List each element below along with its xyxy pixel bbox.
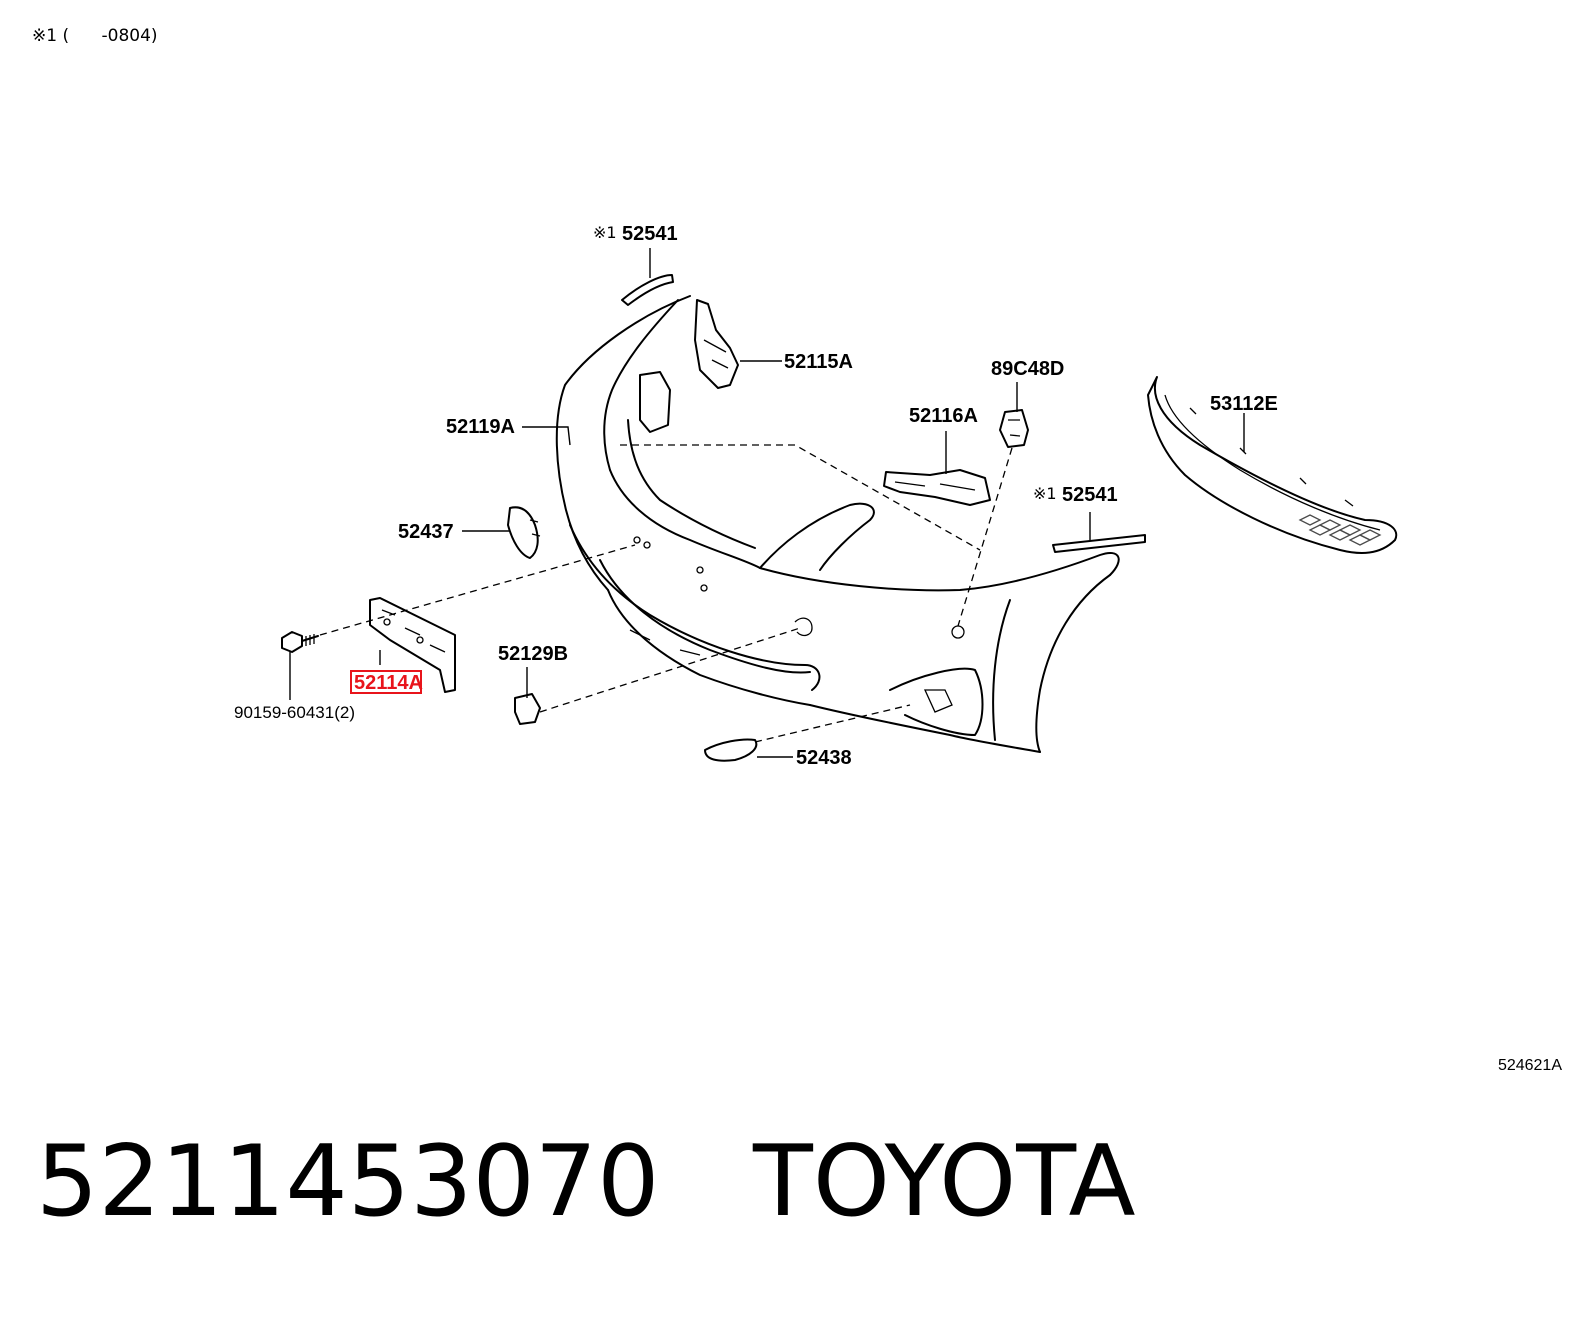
grille-53112E[interactable] (1147, 376, 1398, 554)
callout-89C48D[interactable]: 89C48D (991, 358, 1064, 380)
callout-53112E[interactable]: 53112E (1210, 393, 1278, 415)
callout-52541-right[interactable]: 52541 (1062, 484, 1118, 506)
callout-52116A[interactable]: 52116A (909, 405, 978, 427)
callout-52114A[interactable]: 52114A (354, 672, 423, 694)
moulding-52541-right[interactable] (1052, 534, 1146, 553)
cover-52437[interactable] (507, 506, 541, 559)
callout-mark-52541-top: ※1 (593, 223, 617, 242)
cover-52438[interactable] (704, 738, 758, 762)
moulding-52541-top[interactable] (621, 274, 674, 306)
part-number: 5211453070 (36, 1125, 660, 1239)
bracket-52115A[interactable] (694, 299, 739, 389)
bolt-90159[interactable] (281, 631, 319, 653)
leader-lines (289, 248, 1245, 758)
callout-52541-top[interactable]: 52541 (622, 223, 678, 245)
callout-mark-52541-right: ※1 (1033, 484, 1057, 503)
assembly-lines (319, 444, 1013, 743)
callout-52437[interactable]: 52437 (398, 521, 454, 543)
brand-name: TOYOTA (752, 1125, 1136, 1239)
cap-52129B[interactable] (514, 693, 541, 725)
support-52116A[interactable] (883, 469, 991, 506)
callout-52115A[interactable]: 52115A (784, 351, 853, 373)
bumper-cover[interactable] (555, 295, 1120, 753)
figure-code: 524621A (1497, 1057, 1562, 1074)
callout-52438[interactable]: 52438 (796, 747, 852, 769)
bracket-89C48D[interactable] (999, 409, 1029, 448)
applicability-note: ※1 ( -0804) (32, 26, 158, 46)
callout-52129B[interactable]: 52129B (498, 643, 568, 665)
footer-title: 5211453070 TOYOTA (36, 1133, 1136, 1231)
callout-90159-60431[interactable]: 90159-60431(2) (234, 703, 355, 722)
highlight-box (350, 670, 422, 694)
callout-52119A[interactable]: 52119A (446, 416, 515, 438)
